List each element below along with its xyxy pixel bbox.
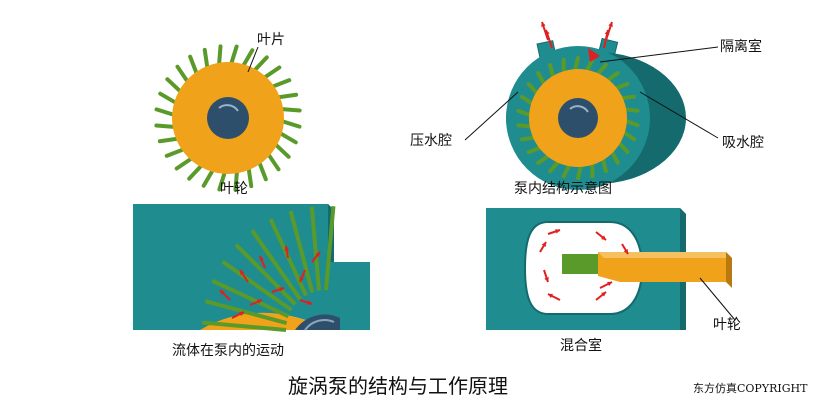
- sector-blade: [204, 299, 288, 325]
- flow-arrow-head: [601, 235, 606, 240]
- impeller-figure: [154, 44, 302, 192]
- flow-arrow-head: [279, 287, 284, 292]
- label-pump-structure: 泵内结构示意图: [514, 181, 612, 197]
- sector-blade: [324, 206, 336, 291]
- sector-blade: [234, 243, 297, 306]
- impeller-arm-top: [598, 252, 732, 258]
- impeller-leader-line: [699, 277, 736, 321]
- hub-highlight: [218, 104, 239, 112]
- flow-arrow-head: [608, 22, 613, 27]
- flow-arrow-head: [240, 270, 245, 275]
- casing-impeller-hub: [558, 98, 598, 138]
- label-isolation-chamber: 隔离室: [720, 39, 762, 55]
- page-title: 旋涡泵的结构与工作原理: [288, 374, 508, 398]
- blade-leader-line: [247, 46, 259, 73]
- flow-arrow-head: [259, 256, 264, 261]
- fluid-motion-figure: [133, 204, 370, 332]
- mixing-chamber-figure: [486, 208, 736, 330]
- flow-arrow-head: [541, 22, 546, 27]
- suction-leader-line: [639, 91, 719, 139]
- label-fluid-motion: 流体在泵内的运动: [172, 343, 284, 359]
- sector-blade: [288, 210, 315, 293]
- label-impeller: 叶轮: [220, 181, 248, 197]
- impeller-arm: [598, 252, 726, 282]
- label-suction-chamber: 吸水腔: [722, 135, 764, 151]
- pressure-leader-line: [464, 91, 519, 141]
- impeller-arm-side: [726, 252, 732, 288]
- impeller-hub: [207, 97, 249, 139]
- copyright-text: 东方仿真COPYRIGHT: [693, 382, 808, 395]
- flow-arrows: [219, 245, 321, 319]
- flow-arrow-head: [257, 299, 262, 304]
- sector-blade: [202, 320, 287, 332]
- pump-structure-figure: [464, 21, 719, 190]
- label-blade: 叶片: [257, 32, 285, 48]
- flow-arrow-head: [607, 281, 612, 287]
- flow-arrow-head: [555, 229, 560, 234]
- label-impeller-2: 叶轮: [713, 317, 741, 333]
- flow-arrow-head: [239, 311, 244, 317]
- flow-arrow-head: [315, 252, 320, 257]
- sector-blade: [211, 278, 290, 319]
- flow-arrow-head: [284, 246, 290, 251]
- flow-arrow-head: [604, 30, 610, 35]
- flow-arrow-head: [220, 290, 225, 295]
- sector-hub-highlight: [304, 319, 335, 331]
- flow-arrow-head: [299, 277, 304, 282]
- circulation-arrows: [539, 229, 629, 301]
- label-mixing-chamber: 混合室: [560, 338, 602, 354]
- pump-body-ledge: [327, 262, 370, 330]
- flow-arrow-head: [541, 242, 546, 247]
- sector-blade: [309, 206, 322, 291]
- flow-arrow-head: [544, 277, 549, 282]
- casing-hub-highlight: [569, 105, 589, 113]
- isolation-leader-line: [599, 46, 719, 63]
- isolation-marker: [588, 48, 600, 62]
- sector-blade: [221, 260, 293, 312]
- flow-arrow-head: [307, 300, 312, 305]
- outflow-arrows: [541, 21, 613, 49]
- flow-arrow-head: [545, 30, 550, 35]
- label-pressure-chamber: 压水腔: [410, 133, 452, 149]
- blade-tip: [562, 254, 602, 274]
- flow-arrow-head: [623, 249, 628, 254]
- flow-arrow-head: [548, 293, 553, 299]
- sector-blades: [202, 206, 336, 332]
- sector-hub: [295, 314, 340, 330]
- sector-blade: [250, 229, 302, 301]
- flow-arrow-head: [601, 292, 606, 297]
